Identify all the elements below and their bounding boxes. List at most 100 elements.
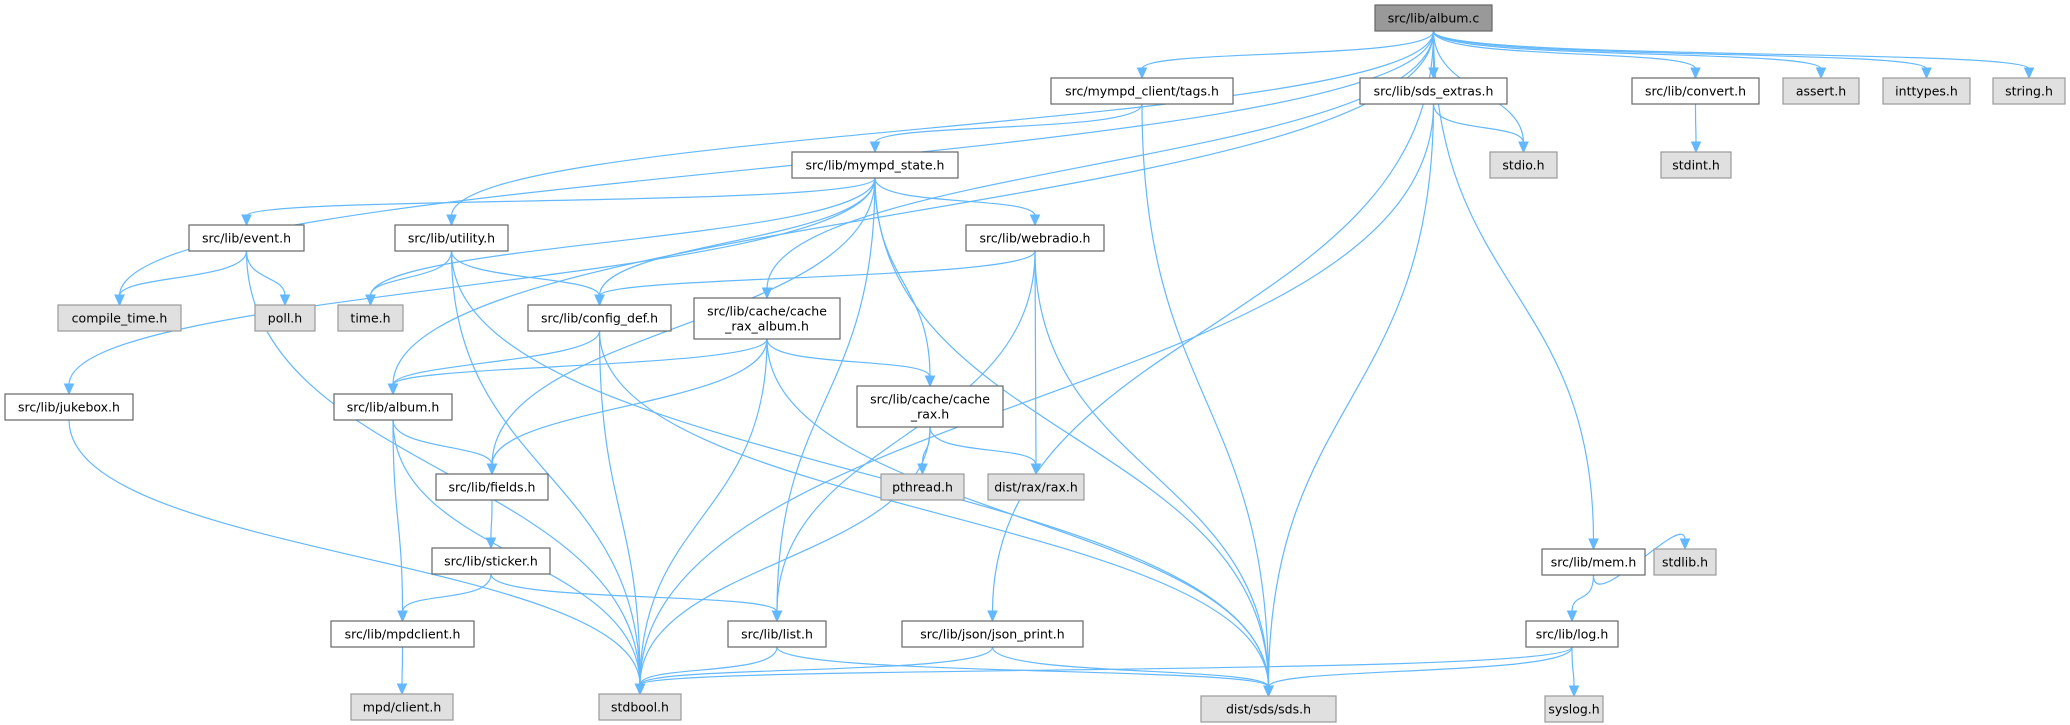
node-label: compile_time.h xyxy=(72,311,168,326)
node-convert-h[interactable]: src/lib/convert.h xyxy=(1631,77,1760,105)
edge-list_h-to-sds_h xyxy=(776,646,1274,698)
edge-album_c-to-inttypes_h xyxy=(1432,30,1932,80)
edge-cache_rax_album_h-to-fields_h xyxy=(486,338,768,476)
edge-event_h-to-poll_h xyxy=(245,250,291,307)
edge-mympd_state_h-to-jukebox_h xyxy=(63,177,876,396)
node-stdlib-h[interactable]: stdlib.h xyxy=(1653,548,1717,576)
edge-album_c-to-utility_h xyxy=(446,30,1435,227)
edge-mympd_state_h-to-webradio_h xyxy=(874,177,1041,227)
arrowhead-icon xyxy=(1815,67,1827,80)
node-utility-h[interactable]: src/lib/utility.h xyxy=(394,224,509,252)
arrowhead-icon xyxy=(1029,214,1041,227)
node-label: mpd/client.h xyxy=(363,700,442,715)
node-label: stdint.h xyxy=(1672,158,1720,173)
node-cache-rax-album-h[interactable]: src/lib/cache/cache_rax_album.h xyxy=(693,297,841,340)
node-mympd-state-h[interactable]: src/lib/mympd_state.h xyxy=(791,151,959,179)
node-pthread-h[interactable]: pthread.h xyxy=(880,473,965,501)
node-poll-h[interactable]: poll.h xyxy=(254,304,316,332)
node-log-h[interactable]: src/lib/log.h xyxy=(1525,620,1619,648)
node-album-c[interactable]: src/lib/album.c xyxy=(1374,4,1493,32)
edge-list_h-to-stdbool_h xyxy=(634,646,778,696)
node-label: src/mympd_client/tags.h xyxy=(1065,84,1219,99)
node-label: pthread.h xyxy=(892,480,953,495)
node-json-print-h[interactable]: src/lib/json/json_print.h xyxy=(901,620,1084,648)
edges xyxy=(63,30,2035,698)
edge-mympd_state_h-to-config_def_h xyxy=(594,177,876,307)
node-cache-rax-h[interactable]: src/lib/cache/cache_rax.h xyxy=(856,385,1004,428)
node-jukebox-h[interactable]: src/lib/jukebox.h xyxy=(4,393,134,421)
node-rax-h[interactable]: dist/rax/rax.h xyxy=(987,473,1085,501)
edge-log_h-to-sds_h xyxy=(1263,646,1573,698)
node-stdint-h[interactable]: stdint.h xyxy=(1660,151,1732,179)
node-sds-h[interactable]: dist/sds/sds.h xyxy=(1200,695,1337,723)
node-string-h[interactable]: string.h xyxy=(1992,77,2066,105)
edge-album_c-to-compile_time_h xyxy=(114,30,1435,307)
edge-tags_h-to-mympd_state_h xyxy=(869,103,1143,154)
node-mpd-client-h[interactable]: mpd/client.h xyxy=(350,693,454,721)
arrowhead-icon xyxy=(397,610,408,623)
edge-sticker_h-to-list_h xyxy=(490,573,783,623)
node-label: string.h xyxy=(2005,84,2053,99)
node-label: src/lib/album.c xyxy=(1388,11,1480,26)
node-list-h[interactable]: src/lib/list.h xyxy=(727,620,827,648)
edge-album_c-to-convert_h xyxy=(1432,30,1701,80)
edge-json_print_h-to-stdbool_h xyxy=(634,646,994,696)
node-compile-time-h[interactable]: compile_time.h xyxy=(57,304,182,332)
arrowhead-icon xyxy=(1136,67,1148,80)
node-tags-h[interactable]: src/mympd_client/tags.h xyxy=(1050,77,1234,105)
node-label: src/lib/jukebox.h xyxy=(18,400,120,415)
edge-utility_h-to-time_h xyxy=(365,250,453,307)
node-label: inttypes.h xyxy=(1895,84,1958,99)
node-album-h[interactable]: src/lib/album.h xyxy=(333,393,453,421)
node-mpdclient-h[interactable]: src/lib/mpdclient.h xyxy=(330,620,475,648)
node-label: src/lib/mpdclient.h xyxy=(345,627,461,642)
arrowhead-icon xyxy=(365,294,376,307)
edge-album_c-to-string_h xyxy=(1432,30,2035,80)
node-syslog-h[interactable]: syslog.h xyxy=(1544,695,1604,723)
node-sticker-h[interactable]: src/lib/sticker.h xyxy=(431,547,551,575)
node-label: src/lib/mem.h xyxy=(1551,555,1637,570)
edge-album_c-to-album_h xyxy=(387,30,1435,396)
node-stdbool-h[interactable]: stdbool.h xyxy=(598,693,682,721)
node-event-h[interactable]: src/lib/event.h xyxy=(188,224,305,252)
edge-album_c-to-json_print_h xyxy=(987,30,1435,623)
node-label: dist/sds/sds.h xyxy=(1226,702,1311,717)
arrowhead-icon xyxy=(1566,610,1578,623)
arrowhead-icon xyxy=(485,537,497,550)
node-mem-h[interactable]: src/lib/mem.h xyxy=(1541,548,1646,576)
arrowhead-icon xyxy=(1030,463,1042,476)
node-label: stdbool.h xyxy=(611,700,669,715)
edge-event_h-to-compile_time_h xyxy=(114,250,248,307)
edge-album_c-to-assert_h xyxy=(1432,30,1827,80)
node-label: src/lib/utility.h xyxy=(408,231,495,246)
node-label: src/lib/event.h xyxy=(202,231,291,246)
node-inttypes-h[interactable]: inttypes.h xyxy=(1882,77,1971,105)
node-config-def-h[interactable]: src/lib/config_def.h xyxy=(527,304,672,332)
node-fields-h[interactable]: src/lib/fields.h xyxy=(435,473,549,501)
node-label: src/lib/log.h xyxy=(1536,627,1609,642)
node-time-h[interactable]: time.h xyxy=(337,304,404,332)
node-label: src/lib/json/json_print.h xyxy=(920,627,1064,642)
arrowhead-icon xyxy=(446,214,457,227)
arrowhead-icon xyxy=(1588,538,1599,551)
node-sds-extras-h[interactable]: src/lib/sds_extras.h xyxy=(1359,77,1508,105)
arrowhead-icon xyxy=(1690,67,1701,80)
node-stdio-h[interactable]: stdio.h xyxy=(1489,151,1558,179)
arrowhead-icon xyxy=(1518,141,1529,154)
edge-cache_rax_h-to-stdbool_h xyxy=(634,426,931,696)
edge-json_print_h-to-sds_h xyxy=(991,646,1274,698)
arrowhead-icon xyxy=(486,463,498,476)
node-assert-h[interactable]: assert.h xyxy=(1782,77,1860,105)
node-label: src/lib/sticker.h xyxy=(444,554,538,569)
arrowhead-icon xyxy=(917,463,928,476)
edge-mpdclient_h-to-mpd_client_h xyxy=(396,646,408,696)
arrowhead-icon xyxy=(1263,685,1274,698)
edge-cache_rax_album_h-to-album_h xyxy=(387,338,768,396)
edge-mem_h-to-log_h xyxy=(1566,574,1595,623)
node-webradio-h[interactable]: src/lib/webradio.h xyxy=(965,224,1105,252)
edge-log_h-to-stdbool_h xyxy=(634,646,1573,696)
edge-album_c-to-tags_h xyxy=(1136,30,1435,80)
arrowhead-icon xyxy=(387,383,399,396)
node-label: src/lib/list.h xyxy=(741,627,813,642)
